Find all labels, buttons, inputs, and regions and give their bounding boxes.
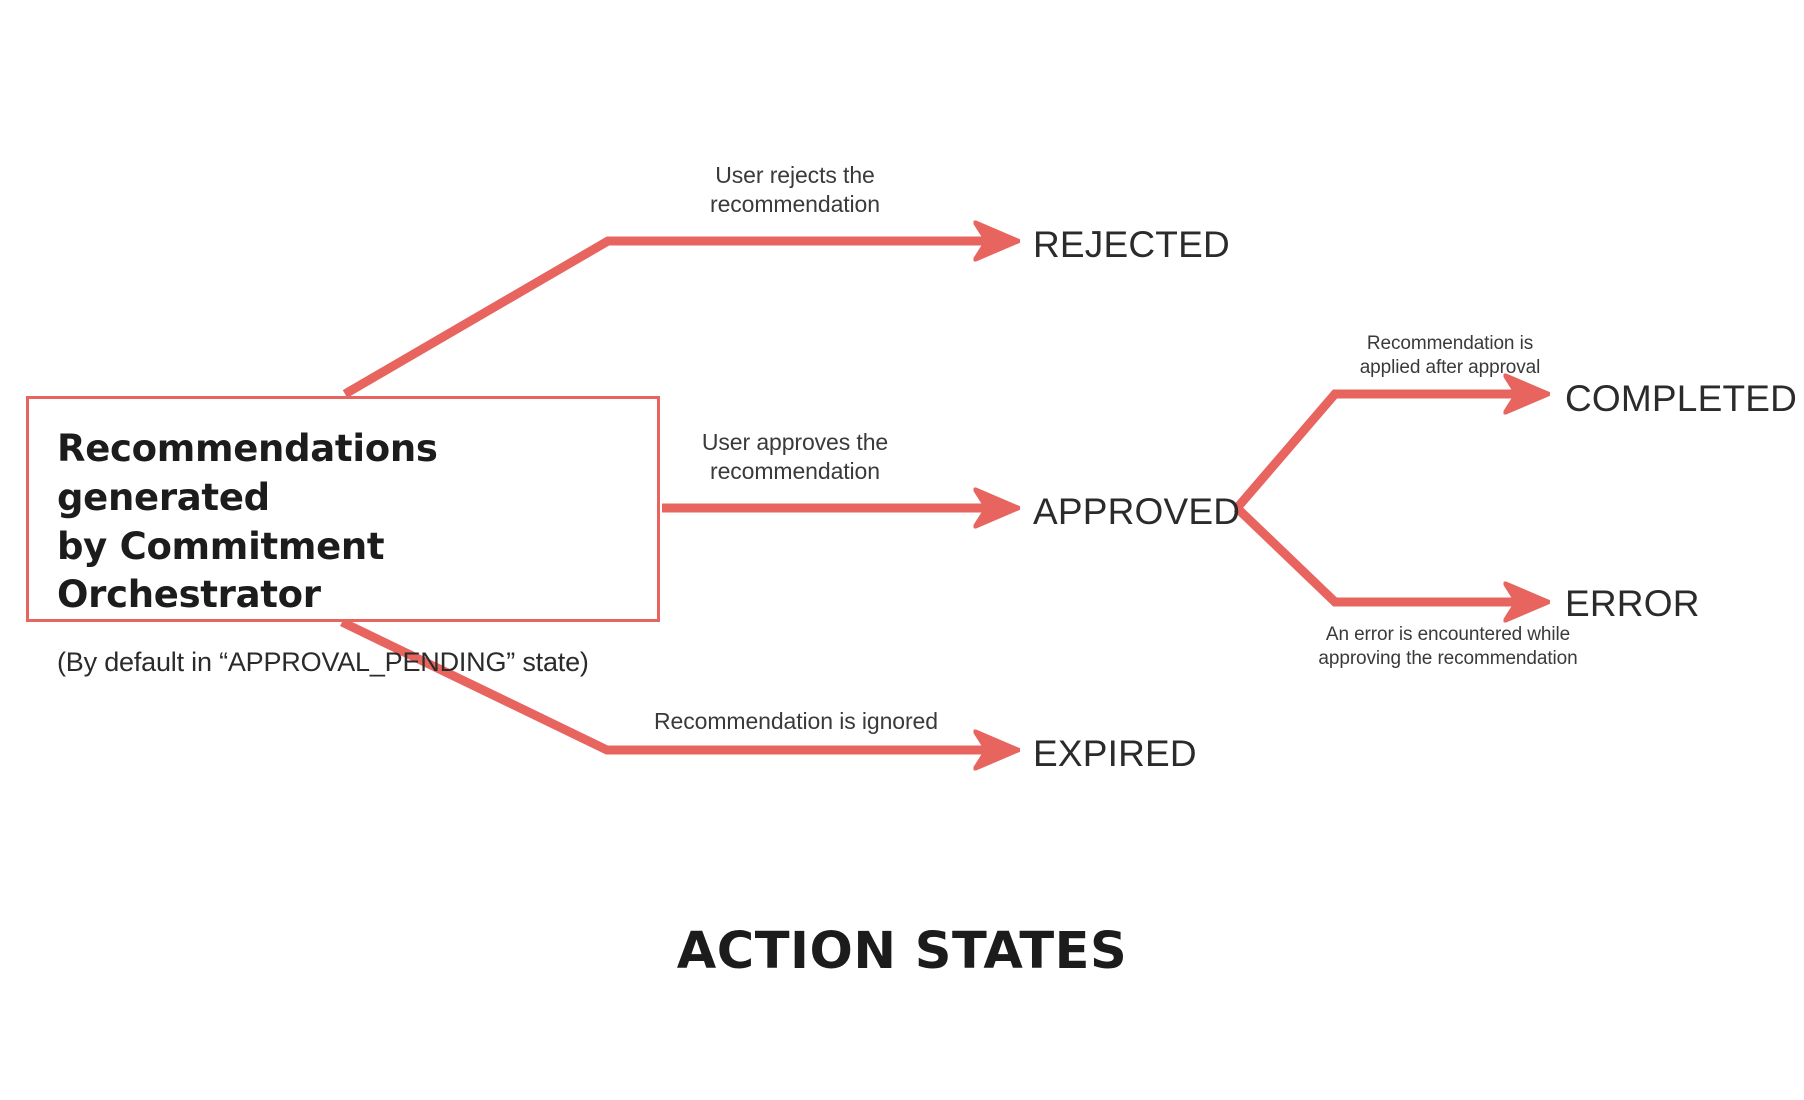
edge-label-to-rejected: User rejects the recommendation — [710, 162, 880, 218]
edge-label-to-error: An error is encountered while approving … — [1318, 624, 1578, 670]
state-node-completed: COMPLETED — [1565, 378, 1798, 419]
state-node-error: ERROR — [1565, 583, 1700, 624]
edge-to-completed — [1233, 394, 1543, 511]
edge-to-error — [1233, 504, 1543, 602]
state-node-expired: EXPIRED — [1033, 733, 1197, 774]
edge-label-to-expired: Recommendation is ignored — [654, 708, 938, 734]
source-node-subtitle: (By default in “APPROVAL_PENDING” state) — [57, 647, 589, 678]
edge-to-rejected — [342, 241, 1013, 398]
edge-label-to-completed: Recommendation is applied after approval — [1359, 333, 1541, 379]
diagram-caption: ACTION STATES — [676, 922, 1128, 981]
state-node-rejected: REJECTED — [1033, 224, 1230, 265]
state-node-approved: APPROVED — [1033, 491, 1241, 532]
edge-to-expired — [340, 617, 1013, 750]
source-node-recommendations: Recommendations generated by Commitment … — [26, 396, 660, 677]
edge-label-to-approved: User approves the recommendation — [701, 429, 889, 485]
source-node-title: Recommendations generated by Commitment … — [57, 427, 438, 617]
